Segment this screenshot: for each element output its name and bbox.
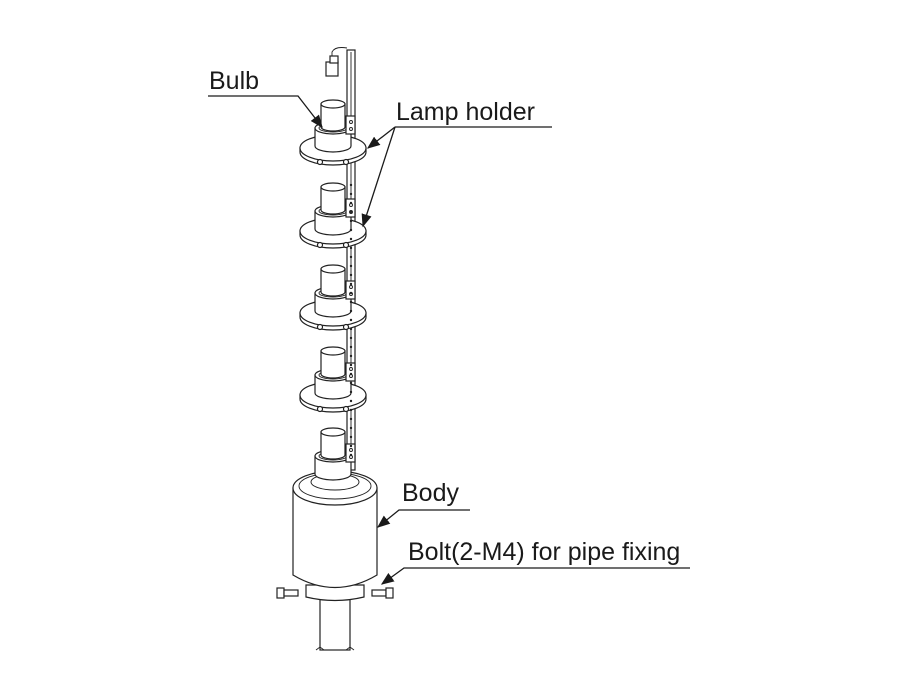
clip-bracket — [345, 198, 356, 218]
tier-5 — [314, 427, 356, 481]
tier-4 — [299, 346, 367, 413]
pipe — [315, 597, 355, 651]
bolt-right — [371, 587, 394, 599]
tier-2 — [299, 182, 367, 249]
pole — [325, 47, 356, 471]
lamp-holder-label-group: Lamp holder — [361, 98, 552, 228]
body-leader — [376, 509, 470, 528]
bulb — [320, 346, 346, 379]
bolt-leader — [380, 567, 690, 585]
bulb — [320, 264, 346, 297]
pole-holes — [349, 183, 353, 457]
lamp-holder-leader-1 — [366, 126, 396, 149]
clip-bracket — [345, 115, 356, 135]
bolt-label: Bolt(2-M4) for pipe fixing — [408, 538, 680, 566]
tier-3 — [299, 264, 367, 331]
lamp-holder-leader-2 — [361, 126, 396, 228]
lamp-holder-label: Lamp holder — [396, 98, 535, 126]
bolt-left — [276, 587, 299, 599]
bolt-label-group: Bolt(2-M4) for pipe fixing — [380, 538, 690, 585]
body-unit — [292, 470, 378, 602]
bulb-label: Bulb — [209, 67, 259, 95]
tier-1 — [299, 99, 367, 166]
bulb-label-group: Bulb — [208, 67, 323, 129]
body-label-group: Body — [376, 479, 470, 528]
bulb — [320, 182, 346, 215]
body-label: Body — [402, 479, 459, 507]
bulb-leader — [208, 95, 323, 129]
bulb — [320, 99, 346, 132]
bulb — [320, 427, 346, 460]
